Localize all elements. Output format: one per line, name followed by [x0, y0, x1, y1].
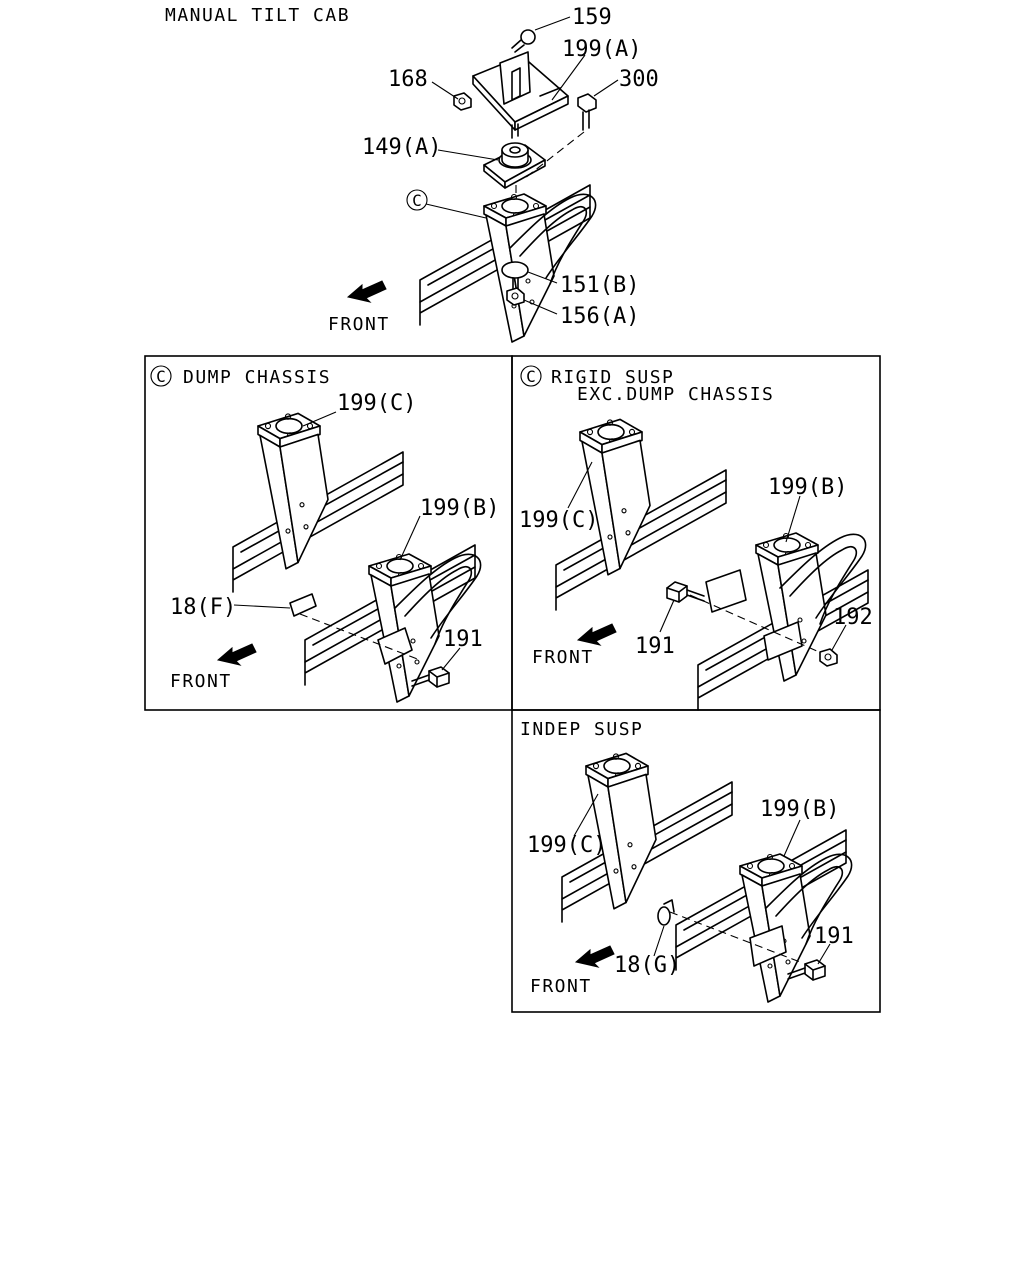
panel-dump-chassis [144, 355, 513, 711]
panel-rigid-title-line2: EXC.DUMP CHASSIS [577, 384, 774, 405]
reinforcement-box [377, 627, 413, 665]
label-168: 168 [388, 67, 428, 92]
panel-rigid-title-line1: RIGID SUSP [551, 367, 674, 388]
label-18g: 18(G) [614, 953, 680, 978]
label-300: 300 [619, 67, 659, 92]
bolt-300 [577, 93, 597, 131]
clip-18g [657, 906, 671, 926]
stud [511, 123, 519, 139]
label-199b: 199(B) [420, 496, 499, 521]
front-arrow-icon [577, 623, 617, 646]
panel-rigid-marker: C [526, 367, 536, 386]
front-label: FRONT [328, 314, 390, 335]
nut-168 [453, 92, 472, 111]
label-199b: 199(B) [760, 797, 839, 822]
rubber-mount-149a [483, 142, 546, 189]
label-199c: 199(C) [527, 833, 606, 858]
washer-151b [501, 261, 529, 279]
page-title: MANUAL TILT CAB [165, 5, 350, 26]
label-199b: 199(B) [768, 475, 847, 500]
reinforcement-box [705, 569, 747, 613]
label-149a: 149(A) [362, 135, 441, 160]
front-label: FRONT [170, 671, 232, 692]
label-191: 191 [635, 634, 675, 659]
clip-18f [289, 593, 317, 617]
clip-18g-tab [663, 899, 675, 913]
label-c-marker: C [412, 191, 422, 210]
label-18f: 18(F) [170, 595, 236, 620]
panel-dump-title: DUMP CHASSIS [183, 367, 331, 388]
front-arrow-icon [347, 280, 387, 303]
label-151b: 151(B) [560, 273, 639, 298]
front-label: FRONT [530, 976, 592, 997]
bolt-191 [666, 581, 705, 603]
label-191: 191 [443, 627, 483, 652]
top-assembly: MANUAL TILT CAB [165, 5, 659, 343]
panel-indep-susp [511, 709, 881, 1013]
nut-192 [819, 648, 838, 667]
label-192: 192 [833, 605, 873, 630]
reinforcement-box [749, 925, 787, 967]
label-199c: 199(C) [519, 508, 598, 533]
front-arrow-icon [575, 945, 615, 968]
rigid-susp-view: C RIGID SUSP EXC.DUMP CHASSIS 199(C) 199… [519, 365, 873, 711]
front-arrow-icon [217, 643, 257, 666]
label-191: 191 [814, 924, 854, 949]
bracket-199c [585, 752, 657, 910]
label-159: 159 [572, 5, 612, 30]
front-label: FRONT [532, 647, 594, 668]
panel-indep-title: INDEP SUSP [520, 719, 643, 740]
dump-chassis-view: C DUMP CHASSIS 199(C) 199(B) 18(F) 191 F… [150, 365, 499, 703]
indep-susp-view: INDEP SUSP 199(C) 199(B) 18(G) 191 FRONT [520, 719, 854, 1003]
label-199c: 199(C) [337, 391, 416, 416]
bolt-159 [511, 29, 536, 53]
label-199a: 199(A) [562, 37, 641, 62]
reinforcement-box [763, 621, 803, 661]
panel-dump-marker: C [156, 367, 166, 386]
cab-bracket-199a [472, 51, 569, 131]
label-156a: 156(A) [560, 304, 639, 329]
